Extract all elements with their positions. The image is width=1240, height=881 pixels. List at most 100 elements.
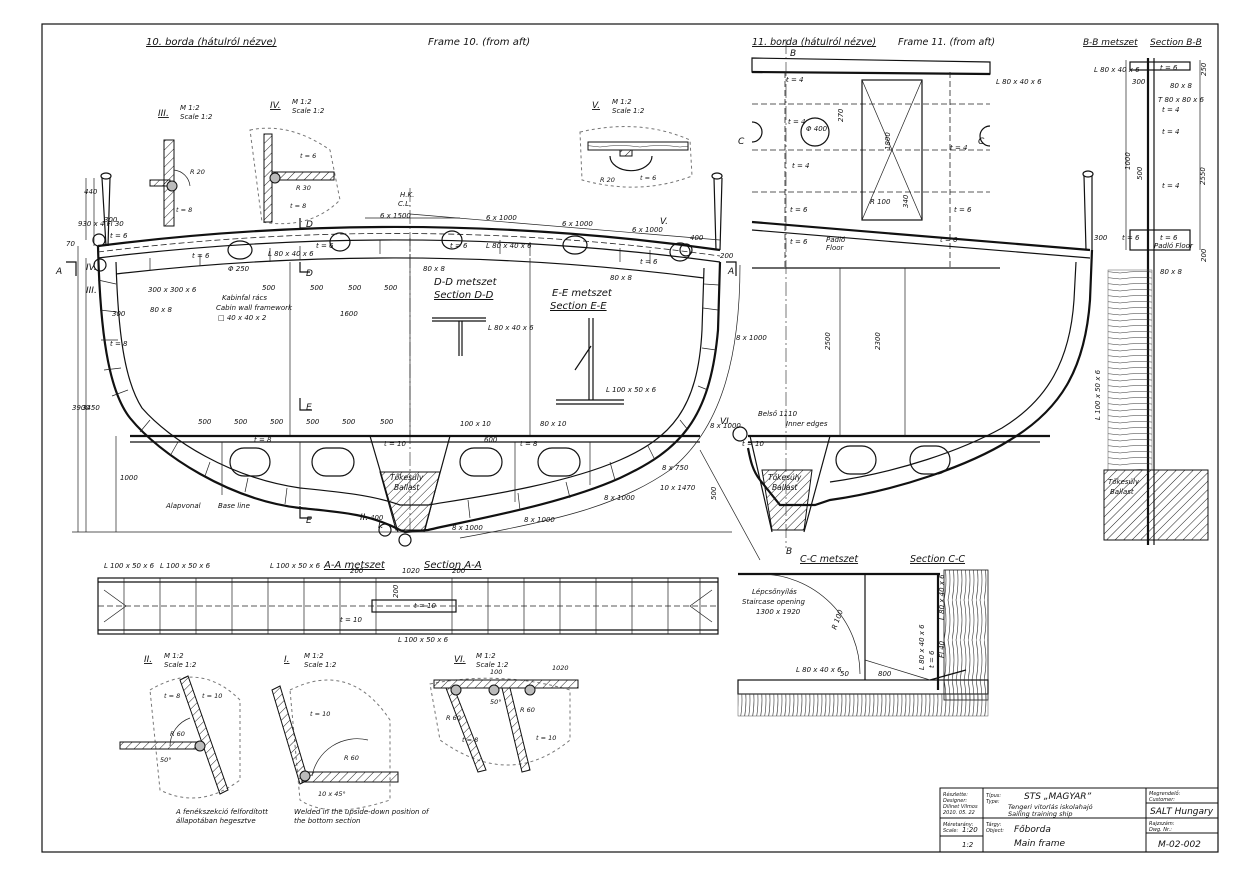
svg-text:t = 6: t = 6 <box>640 174 656 182</box>
svg-text:t = 10: t = 10 <box>742 440 765 448</box>
svg-text:2500: 2500 <box>824 332 832 350</box>
label-t6-b: t = 6 <box>450 242 468 250</box>
svg-text:II.: II. <box>144 655 152 665</box>
svg-text:t = 4: t = 4 <box>786 76 804 84</box>
svg-text:R 20: R 20 <box>600 176 615 184</box>
svg-text:Type:: Type: <box>986 799 1000 805</box>
svg-text:Scale 1:2: Scale 1:2 <box>164 661 197 669</box>
deck-beam-lower <box>97 239 721 263</box>
label-hk: H.K. <box>400 191 414 199</box>
svg-text:Scale 1:2: Scale 1:2 <box>612 107 645 115</box>
svg-text:I.: I. <box>284 655 290 665</box>
label-cabin-dim: □ 40 x 40 x 2 <box>218 314 267 322</box>
dim-200-r: 200 <box>720 252 734 260</box>
svg-text:Scale:: Scale: <box>943 828 958 834</box>
heading-sectionEE-en: Section E-E <box>550 301 607 312</box>
section-AA <box>97 577 719 635</box>
svg-text:t = 4: t = 4 <box>788 118 806 126</box>
svg-text:L 80 x 40 x 6: L 80 x 40 x 6 <box>1094 66 1140 74</box>
mark-D-bot: D <box>306 269 313 279</box>
title-block-text: Részlette: Designer: Dilinet Vilmos 2010… <box>943 791 1214 850</box>
svg-text:t = 10: t = 10 <box>414 602 437 610</box>
label-t8-b: t = 8 <box>254 436 272 444</box>
svg-text:800: 800 <box>878 670 892 678</box>
heading-frame11-hu: 11. borda (hátulról nézve) <box>752 37 876 48</box>
label-10x400: 400 <box>690 234 704 242</box>
svg-text:Dilinet Vilmos: Dilinet Vilmos <box>943 804 978 810</box>
dimension-lines-left <box>77 178 117 532</box>
frame-inner-line <box>115 261 705 506</box>
floor-holes <box>229 447 581 477</box>
svg-text:Rajzszám:: Rajzszám: <box>1149 820 1175 827</box>
svg-text:270: 270 <box>837 108 845 122</box>
svg-text:t = 10: t = 10 <box>310 710 330 718</box>
svg-text:2300: 2300 <box>874 332 882 350</box>
detail-IV: IV. M 1:2 Scale 1:2 t = 6 R 30 t = 8 <box>249 98 341 225</box>
label-cl: C.L. <box>398 200 411 208</box>
svg-text:Scale 1:2: Scale 1:2 <box>476 661 509 669</box>
svg-text:IV.: IV. <box>270 101 281 111</box>
svg-text:t = 8: t = 8 <box>462 736 478 744</box>
svg-text:R 60: R 60 <box>446 714 461 722</box>
svg-text:Welded in the upside-down posi: Welded in the upside-down position of <box>294 808 430 816</box>
section-EE-sketch <box>556 318 624 405</box>
mark-V: V. <box>660 217 668 227</box>
svg-text:M 1:2: M 1:2 <box>612 98 632 106</box>
heading-frame10-en: Frame 10. (from aft) <box>428 37 530 48</box>
dim-500-c: 500 <box>348 284 362 292</box>
svg-text:L 80 x 40 x 6: L 80 x 40 x 6 <box>938 574 946 620</box>
dim-8x750: 8 x 750 <box>662 464 689 472</box>
detail-V: V. M 1:2 Scale 1:2 R 20 t = 6 <box>579 98 693 188</box>
svg-text:t = 10: t = 10 <box>202 692 222 700</box>
svg-text:2550: 2550 <box>1199 167 1207 185</box>
label-cabin-en: Cabin wall framework <box>216 304 293 312</box>
label-100x10: 100 x 10 <box>460 420 491 428</box>
svg-text:50°: 50° <box>160 756 172 764</box>
mark-VI: VI. <box>720 417 732 427</box>
dim-500-g: 500 <box>270 418 284 426</box>
svg-text:M 1:2: M 1:2 <box>164 652 184 660</box>
svg-text:100: 100 <box>490 668 502 676</box>
svg-text:200: 200 <box>452 567 466 575</box>
dim-6x1000-c: 6 x 1000 <box>632 226 663 234</box>
heading-frame11-en: Frame 11. (from aft) <box>898 37 995 48</box>
svg-text:Scale 1:2: Scale 1:2 <box>180 113 213 121</box>
svg-text:t = 4: t = 4 <box>950 144 968 152</box>
svg-text:III.: III. <box>158 109 169 119</box>
mark-C-right: C <box>978 137 985 147</box>
svg-text:t = 4: t = 4 <box>1162 106 1180 114</box>
svg-text:50°: 50° <box>490 698 502 706</box>
svg-text:t = 6: t = 6 <box>1122 234 1140 242</box>
svg-text:Tárgy:: Tárgy: <box>986 821 1002 828</box>
svg-text:t = 10: t = 10 <box>340 616 363 624</box>
dim-500-f: 500 <box>234 418 248 426</box>
svg-text:80 x 8: 80 x 8 <box>1170 82 1193 90</box>
svg-text:t = 6: t = 6 <box>928 650 936 668</box>
svg-text:Típus:: Típus: <box>986 792 1001 799</box>
ballast-BB <box>1103 469 1155 541</box>
heading-frame10-hu: 10. borda (hátulról nézve) <box>146 36 277 48</box>
label-t8-c: t = 8 <box>520 440 538 448</box>
dim-8x1000-e: 8 x 1000 <box>736 334 767 342</box>
svg-text:1020: 1020 <box>402 567 420 575</box>
heading-sectionDD-en: Section D-D <box>434 290 494 301</box>
detail-callout-circles <box>92 233 693 547</box>
bulwark-stanchions <box>100 172 723 251</box>
dim-1600: 1600 <box>340 310 358 318</box>
svg-text:1020: 1020 <box>552 664 569 672</box>
svg-text:500: 500 <box>710 486 718 500</box>
section-CC <box>737 569 989 717</box>
label-t6-d: t = 6 <box>192 252 210 260</box>
label-ballast-en-a: Ballast <box>394 483 420 492</box>
dim-1000: 1000 <box>120 474 138 482</box>
svg-text:L 80 x 40 x 6: L 80 x 40 x 6 <box>796 666 842 674</box>
svg-text:R 60: R 60 <box>344 754 359 762</box>
svg-text:1800: 1800 <box>884 132 892 150</box>
svg-text:M 1:2: M 1:2 <box>292 98 312 106</box>
dim-500-d: 500 <box>384 284 398 292</box>
svg-text:Ballast: Ballast <box>1110 488 1134 496</box>
heading-sectionCC-en: Section C-C <box>910 554 965 565</box>
label-L80x40x6-b: L 80 x 40 x 6 <box>486 242 532 250</box>
svg-text:Tengeri vitorlás iskolahajó: Tengeri vitorlás iskolahajó <box>1008 803 1093 811</box>
svg-text:500: 500 <box>1136 166 1144 180</box>
